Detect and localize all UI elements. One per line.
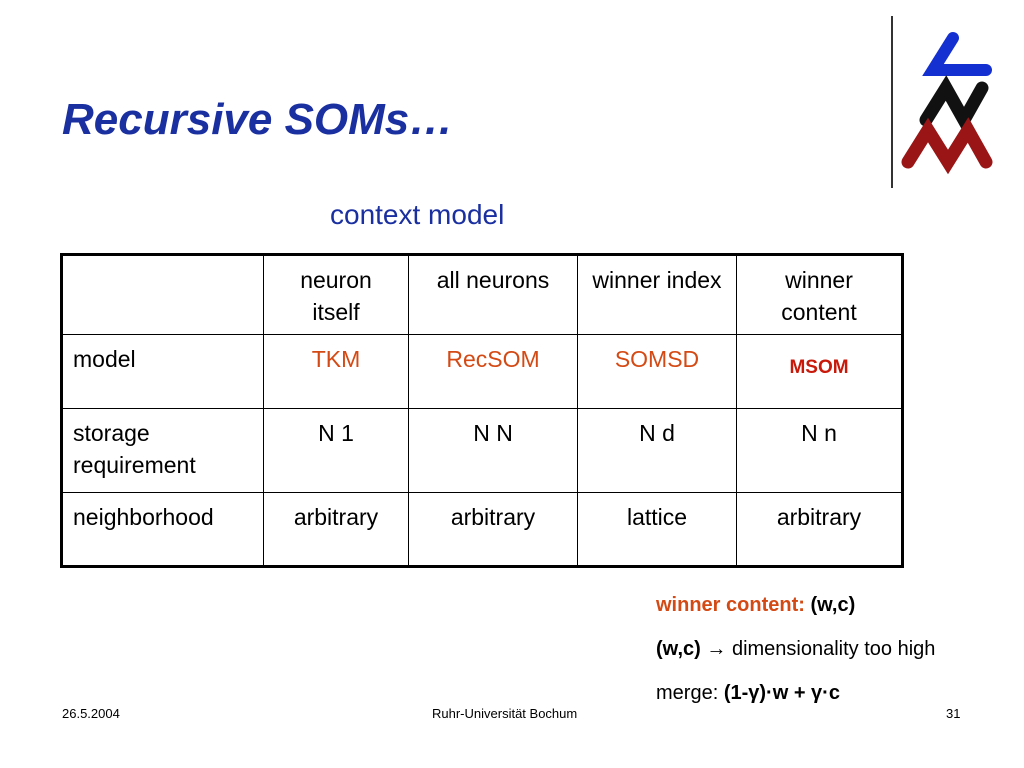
neighborhood-msom: arbitrary [736, 492, 903, 567]
neighborhood-somsd: lattice [577, 492, 737, 567]
note-merge-label: merge: [656, 682, 719, 704]
row-label-storage: storage requirement [61, 408, 264, 493]
note-line-1: winner content: (w,c) [656, 594, 935, 638]
note-wc-lead: (w,c) [656, 638, 701, 660]
header-cell-empty [61, 254, 264, 335]
model-somsd: SOMSD [577, 334, 737, 409]
arrow-right-icon: → [706, 638, 727, 660]
table-row: neighborhood arbitrary arbitrary lattice… [61, 492, 903, 567]
neighborhood-tkm: arbitrary [263, 492, 409, 567]
note-line-2: (w,c) → dimensionality too high [656, 638, 935, 682]
header-cell-winner-content: winner content [736, 254, 903, 335]
row-label-neighborhood: neighborhood [61, 492, 264, 567]
note-dimensionality: dimensionality too high [731, 638, 936, 660]
note-winner-content-value: (w,c) [810, 594, 856, 616]
storage-tkm: N 1 [263, 408, 409, 493]
logo-black-stroke [919, 75, 989, 134]
context-model-table: neuron itself all neurons winner index w… [60, 253, 904, 568]
footer-page-number: 31 [946, 706, 961, 721]
table-row: storage requirement N 1 N N N d N n [61, 408, 903, 493]
note-line-3: merge: (1-γ)·w + γ·c [656, 682, 935, 726]
note-merge-formula: (1-γ)·w + γ·c [723, 682, 840, 704]
university-logo-icon [901, 32, 993, 175]
neighborhood-recsom: arbitrary [408, 492, 578, 567]
logo-red-stroke [901, 117, 993, 175]
model-tkm: TKM [263, 334, 409, 409]
table-caption: context model [330, 199, 505, 230]
header-cell-winner-index: winner index [577, 254, 737, 335]
note-winner-content-label: winner content: [656, 594, 805, 616]
header-cell-all-neurons: all neurons [408, 254, 578, 335]
storage-msom: N n [736, 408, 903, 493]
model-recsom: RecSOM [408, 334, 578, 409]
model-msom: MSOM [789, 357, 849, 378]
table-header-row: neuron itself all neurons winner index w… [61, 254, 903, 335]
table-row: model TKM RecSOM SOMSD MSOM [61, 334, 903, 409]
storage-somsd: N d [577, 408, 737, 493]
notes-block: winner content: (w,c) (w,c) → dimensiona… [656, 594, 935, 726]
header-cell-neuron-itself: neuron itself [263, 254, 409, 335]
row-label-model: model [61, 334, 264, 409]
footer-date: 26.5.2004 [62, 706, 120, 721]
footer-organization: Ruhr-Universität Bochum [432, 706, 578, 721]
header-divider [891, 16, 893, 188]
logo-blue-stroke [922, 32, 992, 76]
slide-title: Recursive SOMs… [62, 95, 454, 144]
storage-recsom: N N [408, 408, 578, 493]
